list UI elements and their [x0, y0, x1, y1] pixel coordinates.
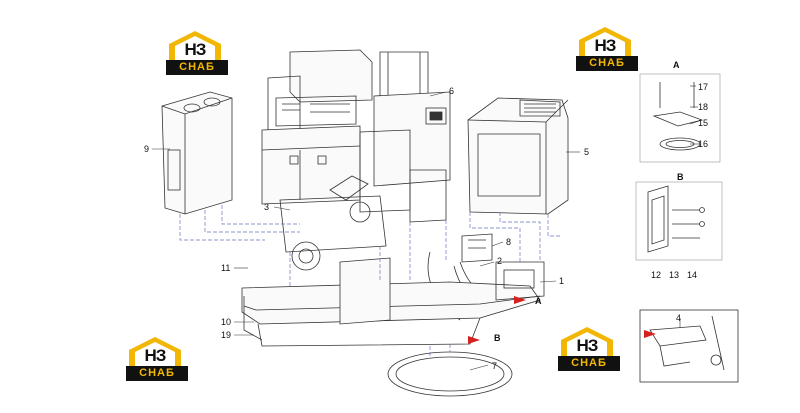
callout-4: 4 — [676, 313, 682, 323]
callout-7: 7 — [492, 361, 498, 371]
logo-top-right: НЗ СНАБ — [575, 26, 639, 74]
part-9-counterweight — [161, 91, 233, 215]
logo-bottom-left: НЗ СНАБ — [125, 336, 189, 384]
marker-b-arrow — [468, 336, 480, 344]
marker-4-arrow — [644, 330, 656, 338]
marker-a-arrow — [514, 296, 526, 304]
logo-house-icon — [129, 337, 181, 366]
assembly-lines — [179, 205, 560, 356]
callout-18: 18 — [698, 102, 709, 112]
callout-15: 15 — [698, 118, 709, 128]
callout-10: 10 — [221, 317, 232, 327]
callout-1: 1 — [559, 276, 565, 286]
logo-brand: НЗ — [184, 40, 207, 59]
detail-b-frame — [635, 181, 723, 261]
callout-3: 3 — [264, 202, 270, 212]
callout-19: 19 — [221, 330, 232, 340]
section-a-marker: A — [535, 296, 542, 306]
logo-sub: СНАБ — [126, 366, 188, 381]
callout-17: 17 — [698, 82, 709, 92]
callout-6: 6 — [449, 86, 455, 96]
part-3-engine — [279, 175, 387, 271]
logo-sub: СНАБ — [166, 60, 228, 75]
section-b-marker: B — [494, 333, 501, 343]
detail-a — [652, 82, 704, 151]
section-a-label: A — [673, 60, 680, 70]
detail-4-inset — [639, 309, 739, 383]
part-5-cab — [467, 97, 569, 215]
logo-brand: НЗ — [144, 346, 167, 365]
callout-14: 14 — [687, 270, 698, 280]
logo-sub: СНАБ — [576, 56, 638, 71]
logo-brand: НЗ — [576, 336, 599, 355]
part-7-slew-ring — [387, 351, 513, 397]
logo-house-icon — [561, 327, 613, 356]
logo-bottom-right: НЗ СНАБ — [557, 326, 621, 374]
section-markers — [468, 296, 656, 344]
section-b-label: B — [677, 172, 684, 182]
part-6-tank — [359, 51, 451, 223]
callout-16: 16 — [698, 139, 709, 149]
logo-brand: НЗ — [594, 36, 617, 55]
leader-lines — [152, 85, 703, 371]
logo-house-icon — [169, 31, 221, 60]
callout-8: 8 — [506, 237, 512, 247]
logo-top-left: НЗ СНАБ — [165, 30, 229, 78]
callout-11: 11 — [221, 263, 231, 273]
callout-12: 12 — [651, 270, 662, 280]
engine-housing — [261, 49, 373, 205]
callout-5: 5 — [584, 147, 590, 157]
part-8-valve — [461, 233, 493, 263]
detail-b — [647, 185, 705, 253]
part-1-frame — [241, 257, 545, 347]
callout-13: 13 — [669, 270, 680, 280]
logo-sub: СНАБ — [558, 356, 620, 371]
callout-2: 2 — [497, 256, 503, 266]
callout-9: 9 — [144, 144, 150, 154]
logo-house-icon — [579, 27, 631, 56]
detail-a-frame — [639, 73, 721, 163]
